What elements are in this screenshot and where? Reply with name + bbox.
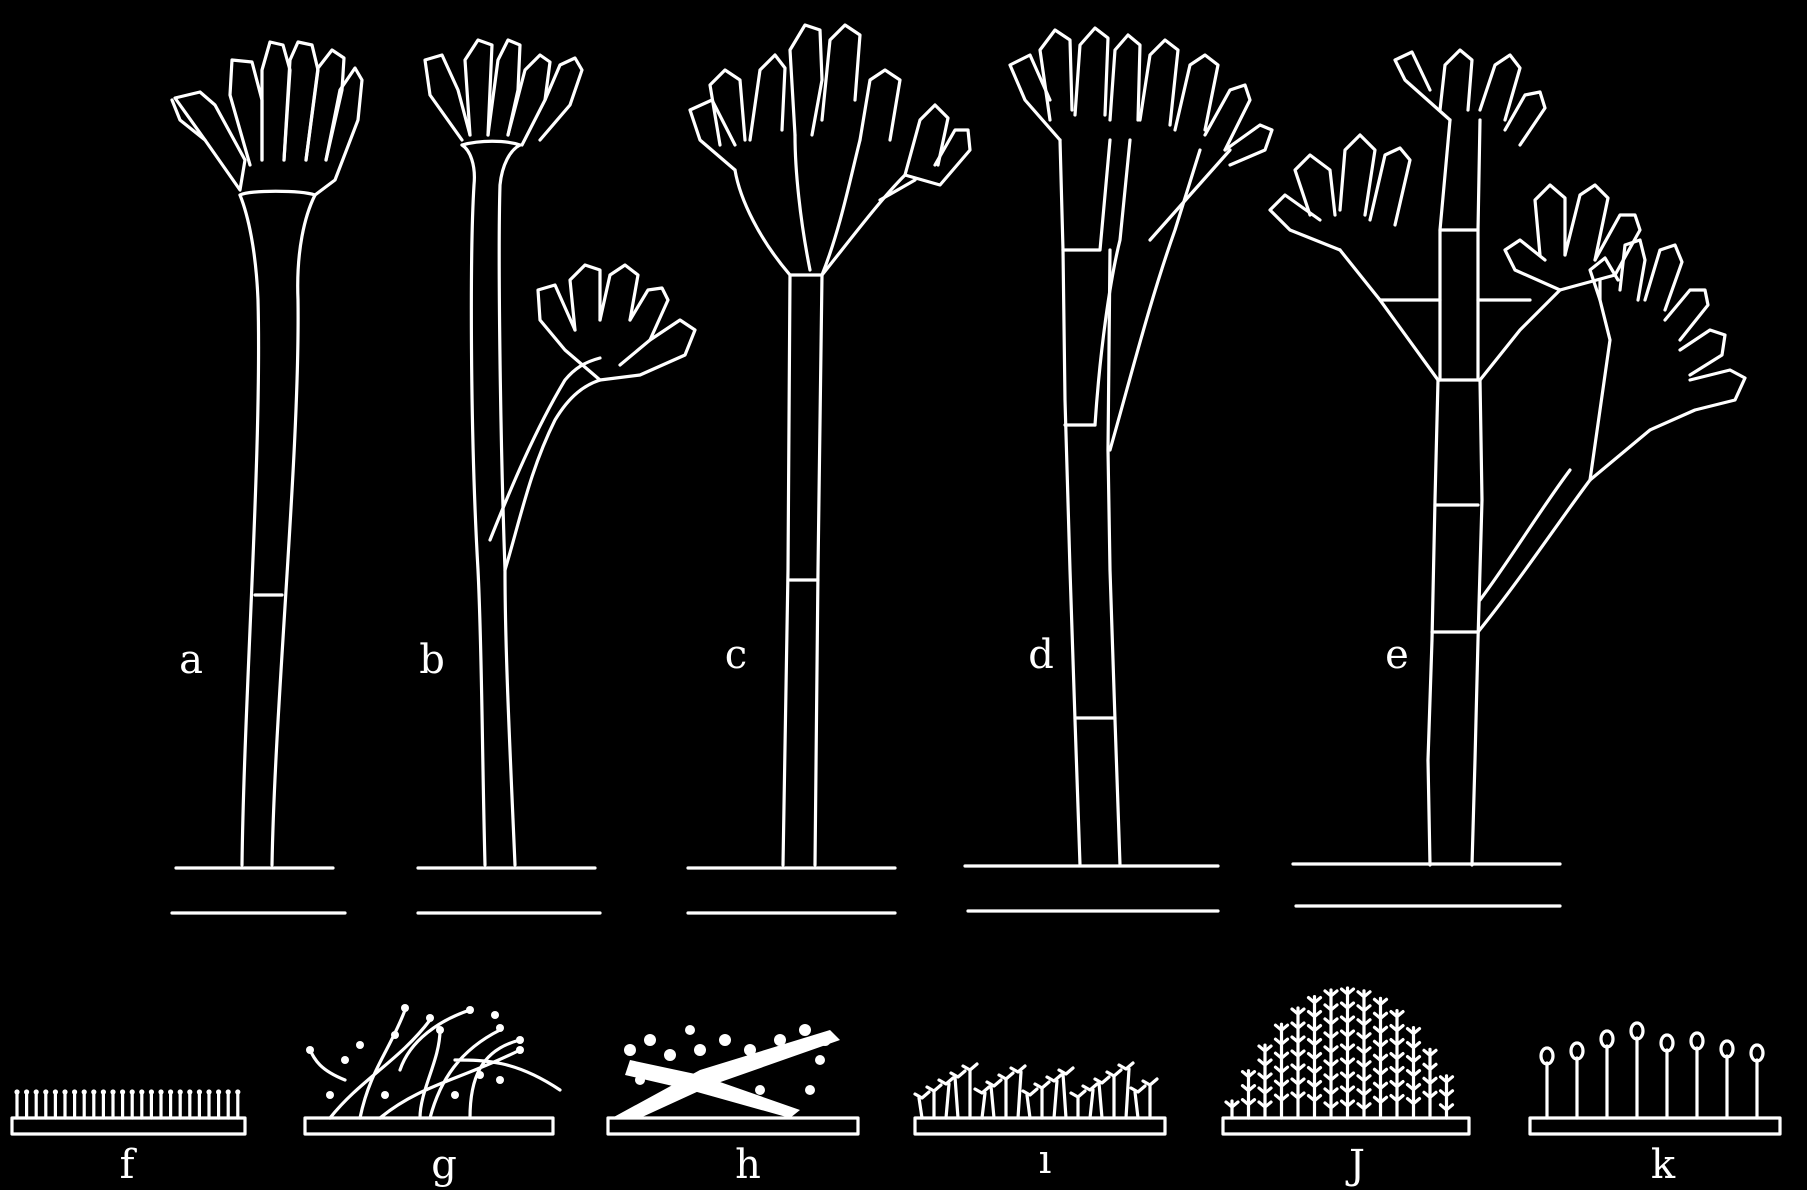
panel-i-head <box>999 1073 1013 1079</box>
panel-i-colony <box>915 1063 1165 1134</box>
panel-i-head <box>987 1080 1001 1086</box>
panel-label-g: g <box>431 1145 457 1185</box>
panel-i-stalk <box>982 1093 985 1118</box>
panel-i-head <box>1095 1077 1109 1083</box>
panel-i-head <box>1011 1066 1025 1072</box>
panel-a-conidiophore <box>172 42 362 913</box>
panel-g-colony <box>305 1004 560 1134</box>
panel-f-colony <box>12 1089 245 1134</box>
panel-i-head <box>975 1087 989 1093</box>
panel-i-stalk <box>1054 1081 1057 1118</box>
panel-c-metulae <box>735 135 905 275</box>
panel-f-head <box>24 1089 29 1094</box>
panel-f-head <box>149 1089 154 1094</box>
panel-f-head <box>226 1089 231 1094</box>
panel-d-conidiophore <box>965 28 1272 911</box>
panel-b-conidiophore <box>418 40 695 913</box>
panel-i-head <box>1071 1091 1085 1097</box>
panel-f-head <box>53 1089 58 1094</box>
panel-i-stalk <box>919 1098 922 1118</box>
panel-i-stalk <box>991 1086 994 1118</box>
panel-i-head <box>939 1078 953 1084</box>
panel-i-head <box>1059 1068 1073 1074</box>
panel-i-head <box>1107 1070 1121 1076</box>
panel-i-head <box>1119 1063 1133 1069</box>
panel-i-head <box>1143 1079 1157 1085</box>
panel-i-stalk <box>955 1077 958 1118</box>
panel-i-head <box>1047 1075 1061 1081</box>
panel-f-head <box>101 1089 106 1094</box>
panel-i-head <box>1131 1086 1145 1092</box>
panel-d-branches <box>1060 140 1230 450</box>
panel-f-head <box>130 1089 135 1094</box>
panel-label-j: J <box>1349 1145 1365 1185</box>
panel-i-head <box>927 1085 941 1091</box>
panel-f-head <box>62 1089 67 1094</box>
panel-f-head <box>197 1089 202 1094</box>
panel-f-head <box>206 1089 211 1094</box>
panel-label-b: b <box>419 640 445 680</box>
panel-b-phialide-cluster-main <box>425 40 582 145</box>
panel-c-phialide-cluster <box>690 25 970 200</box>
panel-e-conidiophore <box>1270 50 1745 906</box>
panel-f-head <box>158 1089 163 1094</box>
panel-a-phialide-cluster <box>172 42 362 195</box>
panel-k-colony <box>1530 1023 1780 1134</box>
panel-f-head <box>91 1089 96 1094</box>
panel-f-head <box>72 1089 77 1094</box>
panel-i-stalk <box>1063 1074 1066 1118</box>
panel-label-i: ı <box>1039 1140 1052 1180</box>
panel-i-stalk <box>1135 1092 1138 1118</box>
panel-j-colony <box>1223 988 1469 1134</box>
panel-label-k: k <box>1651 1145 1675 1185</box>
panel-f-head <box>34 1089 39 1094</box>
panel-b-phialide-cluster-branch <box>538 265 695 380</box>
panel-f-head <box>216 1089 221 1094</box>
panel-d-phialide-cluster <box>1010 28 1272 165</box>
panel-i-head <box>951 1071 965 1077</box>
panel-label-c: c <box>725 635 747 675</box>
panel-f-head <box>178 1089 183 1094</box>
panel-f-head <box>82 1089 87 1094</box>
panel-i-stalk <box>1027 1095 1030 1118</box>
panel-label-a: a <box>179 640 203 680</box>
panel-i-head <box>963 1064 977 1070</box>
panel-i-stalk <box>1126 1069 1129 1118</box>
panel-i-head <box>1023 1089 1037 1095</box>
panel-f-head <box>110 1089 115 1094</box>
panel-i-head <box>915 1092 929 1098</box>
panel-e-phialide-clusters <box>1270 50 1745 480</box>
panel-i-head <box>1035 1082 1049 1088</box>
panel-label-f: f <box>120 1145 135 1185</box>
panel-i-stalk <box>1099 1083 1102 1118</box>
panel-label-e: e <box>1385 635 1409 675</box>
panel-f-head <box>120 1089 125 1094</box>
panel-i-stalk <box>946 1084 949 1118</box>
panel-f-head <box>235 1089 240 1094</box>
panel-label-d: d <box>1028 635 1054 675</box>
panel-c-conidiophore <box>688 25 970 913</box>
panel-label-h: h <box>735 1145 761 1185</box>
panel-f-head <box>187 1089 192 1094</box>
panel-f-head <box>168 1089 173 1094</box>
panel-f-head <box>14 1089 19 1094</box>
panel-f-head <box>139 1089 144 1094</box>
panel-f-head <box>43 1089 48 1094</box>
panel-i-stalk <box>1018 1072 1021 1118</box>
panel-i-head <box>1083 1084 1097 1090</box>
panel-h-colony <box>608 1024 858 1134</box>
panel-i-stalk <box>1090 1090 1093 1118</box>
